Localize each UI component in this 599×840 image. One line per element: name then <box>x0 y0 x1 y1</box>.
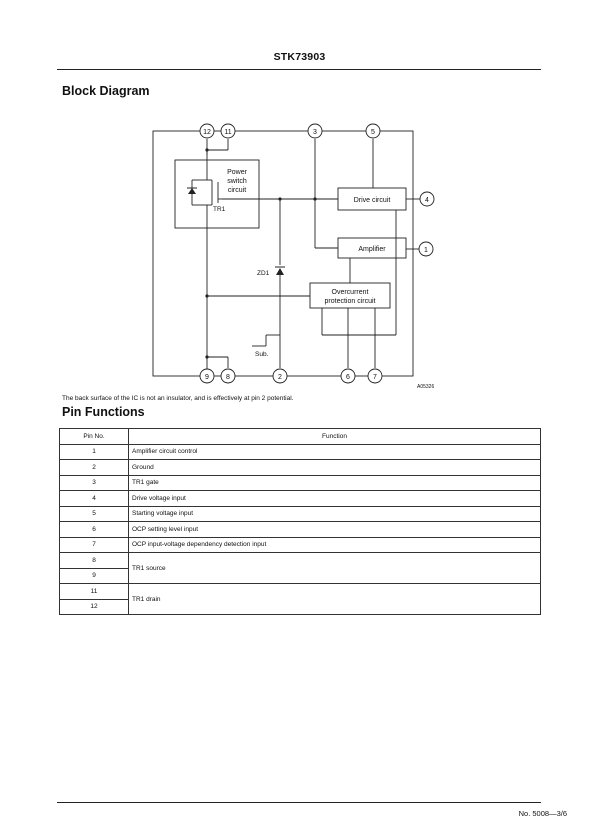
pin-3-circle <box>307 123 323 139</box>
function-cell: Drive voltage input <box>128 490 541 507</box>
pin-6-label: 6 <box>346 374 350 381</box>
part-number-header: STK73903 <box>273 51 326 63</box>
power-switch-label-1: Power <box>227 169 248 176</box>
table-row: 6 OCP setting level input <box>59 521 541 538</box>
function-cell: TR1 gate <box>128 474 541 491</box>
pin-6-circle <box>340 368 356 384</box>
table-header-row: Pin No. Function <box>59 428 541 445</box>
function-cell: TR1 drain <box>128 583 541 615</box>
pin-1-label: 1 <box>424 247 428 254</box>
overcurrent-label-1: Overcurrent <box>332 289 369 296</box>
drive-circuit-label: Drive circuit <box>354 197 391 204</box>
pin-3-label: 3 <box>313 129 317 136</box>
pin-cell: 3 <box>59 474 129 491</box>
table-row: 1 Amplifier circuit control <box>59 443 541 460</box>
amplifier-label: Amplifier <box>358 246 386 253</box>
pin-functions-heading: Pin Functions <box>62 405 145 419</box>
pin-4-circle <box>419 191 435 207</box>
pin-cell: 2 <box>59 459 129 476</box>
pin-7-label: 7 <box>373 374 377 381</box>
pin-12-circle <box>199 123 215 139</box>
pin-8-label: 8 <box>226 374 230 381</box>
pin-cell: 7 <box>59 536 129 553</box>
ic-outline <box>152 130 414 377</box>
pin-cell: 9 <box>59 567 129 584</box>
figure-code: A05326 <box>417 384 434 390</box>
table-row: 5 Starting voltage input <box>59 505 541 522</box>
function-cell: Starting voltage input <box>128 505 541 522</box>
pin-cell: 5 <box>59 505 129 522</box>
body-diode-icon <box>187 187 197 194</box>
block-diagram: 12 11 3 5 4 1 9 8 2 6 7 Power switch cir… <box>152 123 435 390</box>
function-cell: OCP input-voltage dependency detection i… <box>128 536 541 553</box>
page-reference: No. 5008—3/6 <box>518 809 567 818</box>
table-row: 12 <box>59 598 541 615</box>
power-switch-block <box>174 159 260 229</box>
function-cell: Ground <box>128 459 541 476</box>
zd1-label: ZD1 <box>257 270 270 277</box>
sub-label: Sub. <box>255 351 269 358</box>
block-diagram-heading: Block Diagram <box>62 84 150 98</box>
pin-cell: 4 <box>59 490 129 507</box>
table-row: 3 TR1 gate <box>59 474 541 491</box>
function-cell: Amplifier circuit control <box>128 443 541 460</box>
pin-5-label: 5 <box>371 129 375 136</box>
function-cell: TR1 source <box>128 552 541 584</box>
pin-5-circle <box>365 123 381 139</box>
pin-12-label: 12 <box>203 129 211 136</box>
col-pin-header: Pin No. <box>59 428 129 445</box>
pin-4-label: 4 <box>425 197 429 204</box>
pin-9-label: 9 <box>205 374 209 381</box>
table-row: 11 TR1 drain <box>59 583 541 615</box>
pin-11-label: 11 <box>224 129 231 136</box>
pin-11-circle <box>220 123 236 139</box>
pin-cell: 6 <box>59 521 129 538</box>
pin-cell: 12 <box>59 598 129 615</box>
pin-2-circle <box>272 368 288 384</box>
pin-cell: 8 <box>59 552 129 569</box>
pin-cell: 1 <box>59 443 129 460</box>
tr1-label: TR1 <box>213 206 226 213</box>
pin-functions-table: Pin No. Function 1 Amplifier circuit con… <box>59 428 541 615</box>
zener-diode-icon <box>275 266 285 275</box>
footer-rule <box>57 802 541 803</box>
table-row: 2 Ground <box>59 459 541 476</box>
col-function-header: Function <box>128 428 541 445</box>
pin-1-circle <box>418 241 434 257</box>
table-row: 4 Drive voltage input <box>59 490 541 507</box>
function-cell: OCP setting level input <box>128 521 541 538</box>
power-switch-label-3: circuit <box>228 187 246 194</box>
pin-2-label: 2 <box>278 374 282 381</box>
header-rule <box>57 69 541 70</box>
power-switch-label-2: switch <box>227 178 247 185</box>
table-row: 7 OCP input-voltage dependency detection… <box>59 536 541 553</box>
pin-cell: 11 <box>59 583 129 600</box>
pin-9-circle <box>199 368 215 384</box>
pin-8-circle <box>220 368 236 384</box>
table-row: 8 TR1 source <box>59 552 541 584</box>
back-surface-note: The back surface of the IC is not an ins… <box>62 395 294 402</box>
overcurrent-label-2: protection circuit <box>325 298 376 305</box>
pin-7-circle <box>367 368 383 384</box>
